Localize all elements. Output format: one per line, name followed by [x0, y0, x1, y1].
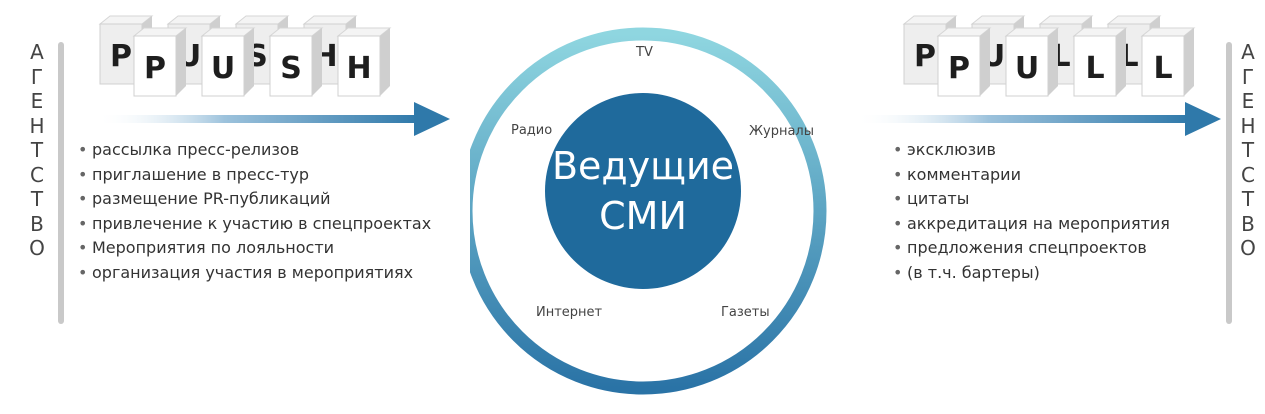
pull-cube-letter: P [948, 51, 970, 86]
push-cube: U [200, 27, 256, 97]
list-item: •рассылка пресс-релизов [78, 138, 431, 163]
right-agency-letter: Г [1241, 64, 1255, 89]
left-agency-letter: Т [30, 138, 44, 162]
right-agency-letter: Н [1240, 113, 1256, 138]
pull-cube-letter: L [1085, 51, 1104, 86]
bullet-icon: • [893, 189, 903, 208]
pull-cube: L [1072, 27, 1128, 97]
center-circle [545, 93, 741, 289]
pull-list: •эксклюзив •комментарии •цитаты •аккреди… [893, 138, 1170, 285]
pull-cube-letter: U [1015, 51, 1039, 86]
push-arrow [96, 102, 450, 136]
right-agency-vertical: А Г Е Н Т С Т В О [1233, 40, 1263, 261]
bullet-icon: • [78, 189, 88, 208]
right-agency-letter: С [1241, 162, 1255, 187]
push-cube: S [268, 27, 324, 97]
left-agency-letter: А [30, 40, 44, 64]
push-cube-letter: S [280, 51, 302, 86]
list-item: •комментарии [893, 163, 1170, 188]
media-tv: TV [636, 45, 653, 60]
left-divider-bar [58, 42, 64, 324]
media-journals: Журналы [749, 124, 814, 139]
left-agency-vertical: А Г Е Н Т С Т В О [22, 40, 52, 261]
list-item: •предложения спецпроектов [893, 236, 1170, 261]
list-item: •размещение PR-публикаций [78, 187, 431, 212]
list-item: •Мероприятия по лояльности [78, 236, 431, 261]
right-divider-bar [1226, 42, 1232, 324]
center-line-2: СМИ [599, 194, 687, 238]
list-item: •приглашение в пресс-тур [78, 163, 431, 188]
left-agency-letter: Н [29, 113, 45, 138]
bullet-icon: • [78, 238, 88, 257]
list-item: •(в т.ч. бартеры) [893, 261, 1170, 286]
bullet-icon: • [893, 262, 903, 282]
push-list: •рассылка пресс-релизов •приглашение в п… [78, 138, 431, 285]
bullet-icon: • [893, 238, 903, 257]
bullet-icon: • [893, 140, 903, 159]
push-cube-letter: P [110, 39, 132, 74]
push-cube-letter: H [346, 51, 371, 86]
outer-ring [470, 27, 827, 395]
list-item: •эксклюзив [893, 138, 1170, 163]
left-agency-letter: Г [30, 64, 44, 89]
bullet-icon: • [78, 140, 88, 159]
list-item: •привлечение к участию в спецпроектах [78, 212, 431, 237]
bullet-icon: • [78, 164, 88, 184]
right-agency-letter: В [1241, 211, 1255, 236]
push-cube-letter: U [211, 51, 235, 86]
bullet-icon: • [78, 213, 88, 233]
pull-arrow [855, 102, 1221, 136]
left-agency-letter: О [29, 236, 45, 260]
left-agency-letter: С [30, 162, 44, 187]
right-agency-letter: А [1241, 40, 1255, 64]
right-agency-letter: Т [1241, 138, 1255, 162]
media-internet: Интернет [536, 305, 603, 320]
pull-cube-letter: L [1153, 51, 1172, 86]
push-cube-letter: P [144, 51, 166, 86]
right-agency-letter: О [1240, 236, 1256, 260]
bullet-icon: • [78, 262, 88, 282]
media-ring [470, 27, 827, 395]
right-agency-letter: Т [1241, 187, 1255, 211]
media-newspapers: Газеты [721, 305, 770, 320]
center-label: Ведущие СМИ [545, 93, 741, 289]
right-agency-letter: Е [1241, 89, 1255, 113]
pull-cube: L [1140, 27, 1196, 97]
pull-cube: U [1004, 27, 1060, 97]
list-item: •цитаты [893, 187, 1170, 212]
left-agency-letter: Т [30, 187, 44, 211]
pull-cube-letter: P [914, 39, 936, 74]
left-agency-letter: Е [30, 89, 44, 113]
center-line-1: Ведущие [551, 144, 735, 188]
bullet-icon: • [893, 213, 903, 233]
list-item: •аккредитация на мероприятия [893, 212, 1170, 237]
pull-cube: P [936, 27, 992, 97]
left-agency-letter: В [30, 211, 44, 236]
bullet-icon: • [893, 164, 903, 184]
media-radio: Радио [511, 123, 553, 138]
push-cube: H [336, 27, 392, 97]
list-item: •организация участия в мероприятиях [78, 261, 431, 286]
push-cube: P [132, 27, 188, 97]
